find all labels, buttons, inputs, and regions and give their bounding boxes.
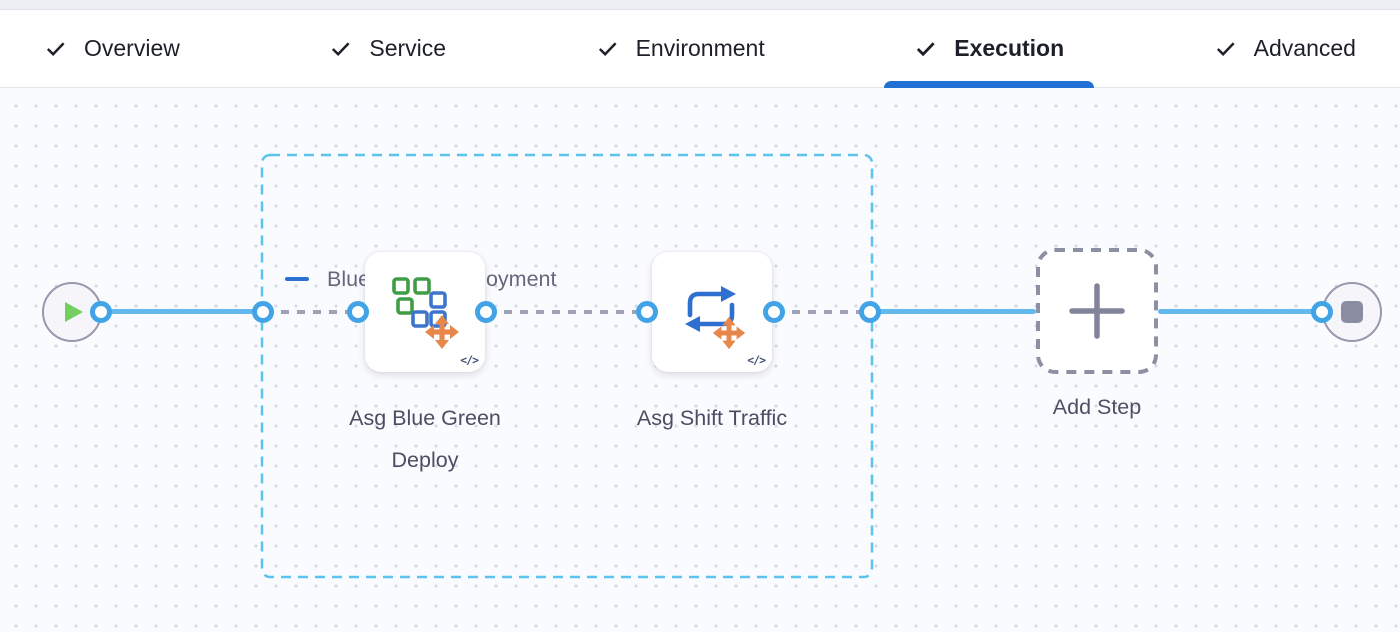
pipeline-canvas[interactable]: Blue Green Deployment (0, 88, 1400, 631)
end-node (1322, 282, 1382, 342)
asg-blue-green-deploy-icon (392, 277, 459, 349)
flow-line (870, 309, 1036, 314)
add-step-label: Add Step (1052, 395, 1142, 419)
port-connector[interactable] (347, 301, 369, 323)
top-strip (0, 0, 1400, 10)
step-group-border (260, 153, 874, 579)
move-arrows-icon (425, 315, 459, 349)
port-connector[interactable] (90, 301, 112, 323)
step-card-asg-blue-green-deploy[interactable]: </> (365, 252, 485, 372)
stop-icon (1341, 301, 1363, 323)
port-connector[interactable] (1311, 301, 1333, 323)
port-connector[interactable] (252, 301, 274, 323)
move-arrows-icon (712, 316, 746, 349)
flow-line (1158, 309, 1324, 314)
tab-label: Execution (954, 35, 1065, 61)
minus-icon[interactable] (284, 266, 310, 292)
step-label-asg-blue-green-deploy: Asg Blue Green Deploy (349, 406, 501, 472)
play-icon (65, 302, 83, 322)
code-icon: </> (460, 353, 479, 367)
tab-environment[interactable]: Environment (566, 10, 795, 87)
flow-line-dashed (265, 310, 358, 314)
tab-advanced[interactable]: Advanced (1184, 10, 1386, 87)
port-connector[interactable] (859, 301, 881, 323)
tab-label: Service (369, 35, 447, 61)
tab-label: Advanced (1253, 35, 1356, 61)
check-icon (596, 37, 619, 60)
add-step-button[interactable] (1035, 247, 1159, 375)
tab-label: Environment (635, 35, 765, 61)
tab-execution[interactable]: Execution (884, 10, 1095, 88)
flow-line-dashed (776, 310, 870, 314)
port-connector[interactable] (636, 301, 658, 323)
tab-service[interactable]: Service (299, 10, 476, 87)
check-icon (329, 37, 352, 60)
stage-tab-bar: Overview Service Environment Execution A… (0, 10, 1400, 88)
port-connector[interactable] (475, 301, 497, 323)
check-icon (1214, 37, 1237, 60)
asg-shift-traffic-icon (685, 286, 746, 349)
check-icon (44, 37, 67, 60)
check-icon (914, 37, 937, 60)
tab-label: Overview (84, 35, 180, 61)
step-card-asg-shift-traffic[interactable]: </> (652, 252, 772, 372)
flow-line-dashed (488, 310, 647, 314)
port-connector[interactable] (763, 301, 785, 323)
step-label-asg-shift-traffic: Asg Shift Traffic (636, 406, 788, 430)
tab-overview[interactable]: Overview (14, 10, 210, 87)
plus-icon (1069, 283, 1125, 339)
flow-line (98, 309, 265, 314)
code-icon: </> (747, 353, 766, 367)
